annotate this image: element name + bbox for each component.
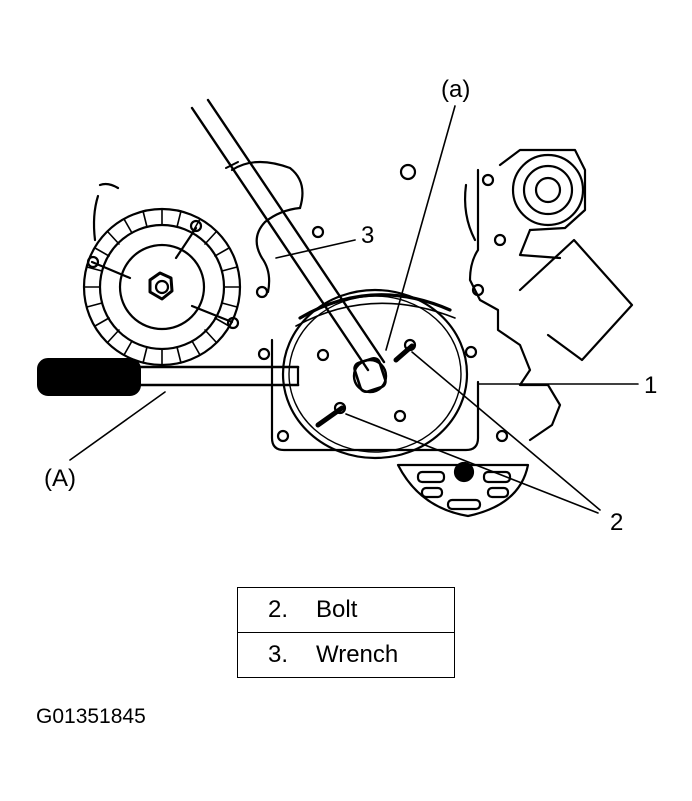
figure-id: G01351845 bbox=[36, 705, 146, 728]
crankshaft-gear bbox=[82, 207, 242, 367]
oil-strainer bbox=[396, 461, 530, 518]
leader-lines bbox=[69, 105, 639, 514]
water-pump bbox=[498, 148, 634, 362]
callout-2: 2 bbox=[610, 509, 623, 536]
callout-3: 3 bbox=[361, 222, 374, 249]
legend-number: 3. bbox=[268, 641, 289, 668]
callout-A: (A) bbox=[44, 465, 76, 492]
callout-a: (a) bbox=[441, 76, 470, 103]
callout-1: 1 bbox=[644, 372, 657, 399]
legend-row: 3. Wrench bbox=[237, 632, 455, 678]
engine-block-right bbox=[255, 163, 562, 442]
legend-number: 2. bbox=[268, 596, 289, 623]
legend-table: 2. Bolt 3. Wrench bbox=[237, 587, 455, 678]
legend-label: Bolt bbox=[316, 596, 358, 623]
legend-row: 2. Bolt bbox=[237, 587, 455, 633]
wrench bbox=[190, 98, 388, 394]
oil-pump-housing bbox=[270, 288, 509, 460]
cylinder-head-outline bbox=[92, 160, 304, 294]
legend-label: Wrench bbox=[316, 641, 399, 668]
bolts bbox=[315, 343, 415, 428]
